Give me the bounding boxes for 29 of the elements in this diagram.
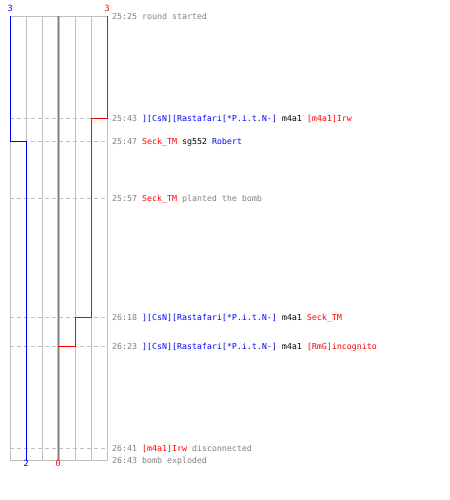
timestamp: 26:23: [112, 341, 137, 351]
timestamp: 26:43: [112, 455, 137, 465]
player-name: [m4a1]Irw: [306, 113, 352, 123]
weapon-name: m4a1: [282, 341, 302, 351]
timestamp: 25:57: [112, 193, 137, 203]
timestamp: 25:47: [112, 136, 137, 146]
player-name: ][CsN][Rastafari[*P.i.t.N-]: [142, 341, 277, 351]
timestamp: 25:25: [112, 11, 137, 21]
event-text: disconnected: [192, 443, 252, 453]
count-label: 0: [54, 460, 62, 469]
player-name: ][CsN][Rastafari[*P.i.t.N-]: [142, 312, 277, 322]
count-label: 3: [6, 5, 14, 14]
timestamp: 26:41: [112, 443, 137, 453]
timestamp: 25:43: [112, 113, 137, 123]
weapon-name: sg552: [182, 136, 207, 146]
count-label: 3: [103, 5, 111, 14]
player-name: Seck_TM: [142, 193, 177, 203]
player-name: [m4a1]Irw: [142, 443, 187, 453]
timestamp: 26:18: [112, 312, 137, 322]
player-name: [RmG]incognito: [306, 341, 377, 351]
event-text: planted the bomb: [182, 193, 262, 203]
player-name: Seck_TM: [306, 312, 342, 322]
weapon-name: m4a1: [282, 312, 302, 322]
player-name: Seck_TM: [142, 136, 177, 146]
event-text: bomb exploded: [142, 455, 207, 465]
player-name: ][CsN][Rastafari[*P.i.t.N-]: [142, 113, 277, 123]
event-text: round started: [142, 11, 207, 21]
player-name: Robert: [212, 136, 242, 146]
weapon-name: m4a1: [282, 113, 302, 123]
